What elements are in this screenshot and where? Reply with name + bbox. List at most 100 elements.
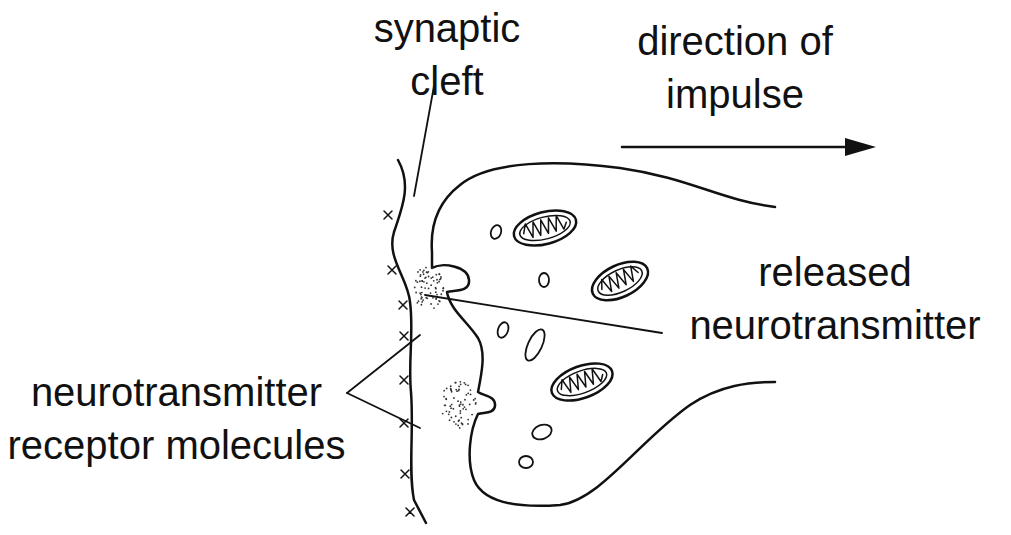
neurotransmitter-dot <box>471 414 473 416</box>
neurotransmitter-dot <box>464 406 466 408</box>
neurotransmitter-dot <box>430 284 432 286</box>
neurotransmitter-dot <box>420 298 422 300</box>
neurotransmitter-dot <box>470 393 472 395</box>
neurotransmitter-dot <box>453 397 455 399</box>
neurotransmitter-dot <box>450 385 452 387</box>
neurotransmitter-dot <box>421 280 423 282</box>
neurotransmitter-dot <box>440 278 442 280</box>
neurotransmitter-dot <box>435 274 437 276</box>
neurotransmitter-dot <box>415 280 417 282</box>
neurotransmitter-dot <box>457 425 459 427</box>
synaptic-vesicles <box>489 224 554 468</box>
neurotransmitter-dot <box>426 272 428 274</box>
neurotransmitter-dot <box>449 405 451 407</box>
neurotransmitter-dot <box>458 390 460 392</box>
neurotransmitter-dot <box>435 291 437 293</box>
neurotransmitter-dot <box>459 427 461 429</box>
neurotransmitter-dot <box>458 386 460 388</box>
neurotransmitter-dot <box>439 301 441 303</box>
neurotransmitter-dot <box>438 300 440 302</box>
neurotransmitter-dot <box>470 389 472 391</box>
direction-label: direction of impulse <box>628 15 842 121</box>
neurotransmitter-dot <box>446 388 448 390</box>
neurotransmitter-dot <box>469 404 471 406</box>
neurotransmitter-dot <box>435 298 437 300</box>
callout-label: neurotransmitter receptor molecules <box>4 366 349 472</box>
receptor-marks <box>384 211 414 516</box>
receptor-mark <box>400 332 408 340</box>
leader-line <box>347 393 420 428</box>
neurotransmitter-dot <box>426 271 428 273</box>
neurotransmitter-dot <box>462 404 464 406</box>
neurotransmitter-dot <box>457 400 459 402</box>
receptor-mark <box>401 470 409 478</box>
neurotransmitter-dot <box>438 273 440 275</box>
neurotransmitter-dot <box>475 402 477 404</box>
neurotransmitter-dot <box>452 408 454 410</box>
neurotransmitter-dot <box>460 383 462 385</box>
neurotransmitter-dot <box>474 398 476 400</box>
neurotransmitter-dot <box>442 290 444 292</box>
neurotransmitter-dot <box>432 297 434 299</box>
neurotransmitter-dot <box>419 275 421 277</box>
neurotransmitter-dot <box>460 410 462 412</box>
neurotransmitter-dot <box>458 420 460 422</box>
neurotransmitter-dot <box>449 419 451 421</box>
neurotransmitter-dot <box>440 276 442 278</box>
neurotransmitter-dot <box>445 398 447 400</box>
neurotransmitter-dot <box>460 417 462 419</box>
neurotransmitter-dot <box>473 399 475 401</box>
receptor-mark <box>406 508 414 516</box>
mitochondrion <box>546 356 617 408</box>
neurotransmitter-dot <box>453 421 455 423</box>
neurotransmitter-dot <box>417 281 419 283</box>
neurotransmitter-dot <box>433 280 435 282</box>
neurotransmitter-dot <box>432 276 434 278</box>
neurotransmitter-dot <box>421 292 423 294</box>
leader-line <box>425 295 662 333</box>
neurotransmitter-dot <box>416 302 418 304</box>
neurotransmitter-dot <box>454 382 456 384</box>
neurotransmitter-dot <box>430 277 432 279</box>
neurotransmitter-dot <box>436 279 438 281</box>
neurotransmitter-dot <box>444 404 446 406</box>
receptor-mark <box>384 211 392 219</box>
neurotransmitter-dot <box>419 280 421 282</box>
neurotransmitter-dot <box>421 296 423 298</box>
neurotransmitter-dot <box>430 292 432 294</box>
neurotransmitter-dot <box>418 300 420 302</box>
neurotransmitter-dot <box>423 281 425 283</box>
neurotransmitter-dot <box>421 286 423 288</box>
receptor-mark <box>400 419 408 427</box>
leader-line <box>347 335 420 393</box>
receptor-mark <box>388 266 396 274</box>
mitochondrion <box>586 254 654 308</box>
neurotransmitter-dot <box>420 304 422 306</box>
neurotransmitter-dot <box>455 382 457 384</box>
neurotransmitter-dot <box>467 419 469 421</box>
neurotransmitter-dot <box>461 422 463 424</box>
neurotransmitter-dot <box>431 267 433 269</box>
neurotransmitter-dot <box>438 281 440 283</box>
neurotransmitter-dot <box>417 271 419 273</box>
neurotransmitter-dot <box>461 423 463 425</box>
neurotransmitter-dot <box>467 392 469 394</box>
neurotransmitter-dot <box>435 288 437 290</box>
postsynaptic-membrane <box>392 160 426 523</box>
neurotransmitter-dot <box>442 413 444 415</box>
receptor-mark <box>399 301 407 309</box>
neurotransmitter-dot <box>433 307 435 309</box>
neurotransmitter-dot <box>415 292 417 294</box>
neurotransmitter-dot <box>462 424 464 426</box>
neurotransmitter-dot <box>428 288 430 290</box>
neurotransmitter-dot <box>426 297 428 299</box>
arrow-head <box>845 138 876 156</box>
neurotransmitter-dot <box>445 410 447 412</box>
neurotransmitter-dot <box>455 423 457 425</box>
neurotransmitter-dot <box>419 269 421 271</box>
neurotransmitter-dot <box>459 404 461 406</box>
neurotransmitter-dot <box>424 277 426 279</box>
neurotransmitter-dot <box>455 389 457 391</box>
neurotransmitter-dot <box>425 267 427 269</box>
